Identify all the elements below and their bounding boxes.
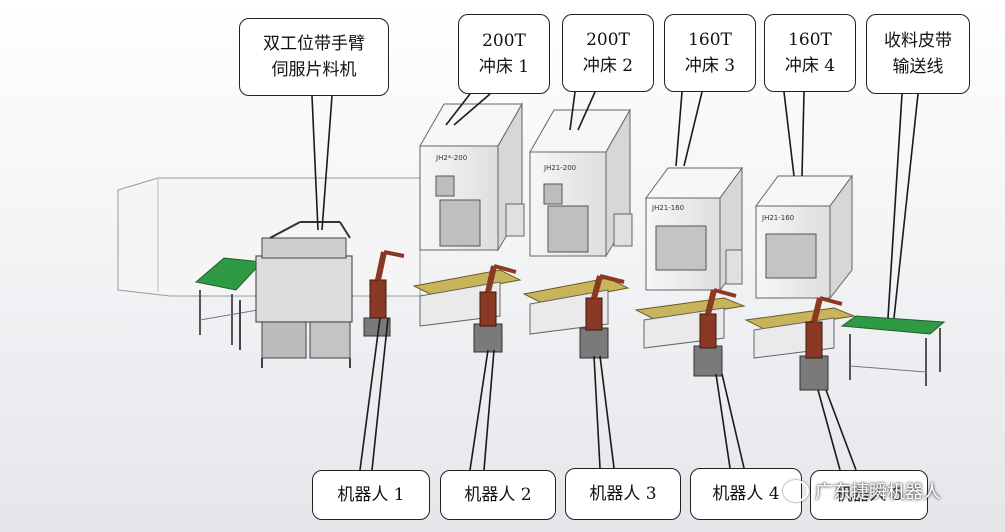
callout-press-1-tonnage: 200T bbox=[482, 31, 526, 51]
callout-press-3-name: 冲床 3 bbox=[684, 56, 736, 76]
callout-press-1: 200T 冲床 1 bbox=[458, 14, 550, 94]
callout-conveyor: 收料皮带 输送线 bbox=[866, 14, 970, 94]
robot-4-arm bbox=[693, 288, 737, 377]
callout-conveyor-line1: 收料皮带 bbox=[884, 31, 952, 51]
callout-robot-3-label: 机器人 3 bbox=[589, 484, 657, 504]
callout-conveyor-line2: 输送线 bbox=[892, 57, 944, 77]
callout-robot-1: 机器人 1 bbox=[312, 470, 430, 520]
callout-robot-3: 机器人 3 bbox=[565, 468, 681, 520]
callout-press-2-name: 冲床 2 bbox=[582, 56, 634, 76]
callout-press-4: 160T 冲床 4 bbox=[764, 14, 856, 92]
robot-5-arm bbox=[799, 296, 843, 391]
press-1-model: JH2*-200 bbox=[435, 154, 467, 162]
top-callout-pointers bbox=[311, 91, 919, 319]
callout-press-2-tonnage: 200T bbox=[586, 30, 630, 50]
callout-robot-2-label: 机器人 2 bbox=[464, 485, 532, 505]
output-conveyor bbox=[840, 315, 946, 386]
callout-press-4-name: 冲床 4 bbox=[784, 56, 836, 76]
callout-press-1-name: 冲床 1 bbox=[478, 57, 530, 77]
callout-press-2: 200T 冲床 2 bbox=[562, 14, 654, 92]
callout-robot-1-label: 机器人 1 bbox=[337, 485, 405, 505]
callout-press-3: 160T 冲床 3 bbox=[664, 14, 756, 92]
servo-feeder-machine bbox=[239, 221, 353, 368]
callout-robot-5: 机器人 5 bbox=[810, 470, 928, 520]
press-4: JH21-160 bbox=[744, 174, 856, 359]
press-3: JH21-160 bbox=[634, 166, 746, 349]
bottom-callout-pointers bbox=[359, 317, 857, 471]
robot-2-arm bbox=[473, 264, 517, 353]
robot-1-arm bbox=[363, 250, 405, 337]
callout-robot-2: 机器人 2 bbox=[440, 470, 556, 520]
press-2-model: JH21-200 bbox=[543, 164, 576, 172]
callout-servo-feeder-line1: 双工位带手臂 bbox=[263, 34, 365, 54]
callout-robot-5-label: 机器人 5 bbox=[835, 485, 903, 505]
press-2: JH21-200 bbox=[522, 108, 633, 335]
callout-robot-4: 机器人 4 bbox=[690, 468, 802, 520]
callout-servo-feeder-line2: 伺服片料机 bbox=[271, 60, 357, 80]
callout-robot-4-label: 机器人 4 bbox=[712, 484, 780, 504]
callout-servo-feeder: 双工位带手臂 伺服片料机 bbox=[239, 18, 389, 96]
robot-3-arm bbox=[579, 274, 625, 359]
press-4-model: JH21-160 bbox=[761, 214, 794, 222]
callout-press-4-tonnage: 160T bbox=[788, 30, 832, 50]
callout-press-3-tonnage: 160T bbox=[688, 30, 732, 50]
press-3-model: JH21-160 bbox=[651, 204, 684, 212]
